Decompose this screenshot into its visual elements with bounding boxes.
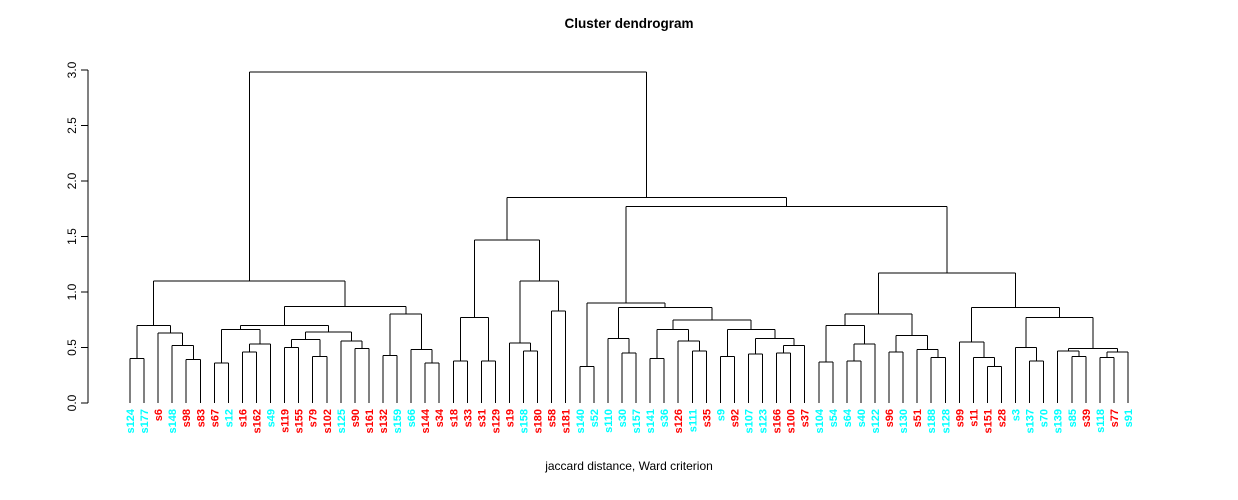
leaf-label: s144 [420,408,432,433]
leaf-label: s19 [505,409,517,427]
leaf-label: s151 [982,409,994,433]
leaf-label: s31 [476,409,488,427]
leaf-label: s155 [294,409,306,433]
leaf-label: s118 [1095,409,1107,433]
chart-subtitle: jaccard distance, Ward criterion [545,459,713,473]
leaf-label: s70 [1039,409,1051,427]
leaf-label: s3 [1011,409,1023,421]
leaf-label: s79 [308,409,320,427]
leaf-label: s34 [434,408,446,427]
leaf-label: s52 [589,409,601,427]
y-tick-label: 3.0 [65,61,79,78]
leaf-label: s125 [336,409,348,433]
leaf-label: s37 [800,409,812,427]
leaf-label: s139 [1053,409,1065,433]
leaf-label: s162 [252,409,264,433]
leaf-label: s83 [195,409,207,427]
leaf-label: s16 [237,409,249,427]
leaf-label: s100 [786,409,798,433]
leaf-label: s157 [631,409,643,433]
leaf-label: s148 [167,409,179,433]
leaf-label: s161 [364,409,376,433]
leaf-label: s132 [378,409,390,433]
leaf-label: s102 [322,409,334,433]
leaf-label: s77 [1109,409,1121,427]
leaf-label: s33 [462,409,474,427]
leaf-label: s28 [996,409,1008,427]
leaf-label: s96 [884,409,896,427]
leaf-label: s40 [856,409,868,427]
leaf-label: s119 [280,409,292,433]
y-tick-label: 1.5 [65,228,79,245]
leaf-label: s39 [1081,409,1093,427]
leaf-label: s137 [1025,409,1037,433]
leaf-label: s122 [870,409,882,433]
leaf-label: s91 [1123,409,1135,427]
leaf-label: s166 [772,409,784,433]
leaf-label: s58 [547,409,559,427]
y-tick-label: 1.0 [65,283,79,300]
leaf-label: s49 [266,409,278,427]
leaf-label: s12 [223,409,235,427]
y-tick-label: 0.5 [65,339,79,356]
leaf-label: s64 [842,408,854,427]
leaf-label: s188 [926,409,938,433]
leaf-label: s130 [898,409,910,433]
leaf-label: s35 [701,409,713,427]
leaf-label: s180 [533,409,545,433]
leaf-label: s98 [181,409,193,427]
leaf-label: s124 [125,408,137,433]
leaf-label: s67 [209,409,221,427]
chart-title: Cluster dendrogram [564,16,694,31]
leaf-label: s177 [139,409,151,433]
leaf-label: s18 [448,409,460,427]
leaf-label: s54 [828,408,840,427]
leaf-label: s85 [1067,409,1079,427]
dendrogram-links [129,71,1129,403]
leaf-label: s11 [968,409,980,427]
leaf-label: s51 [912,409,924,427]
leaf-label: s9 [715,409,727,421]
leaf-label: s140 [575,409,587,433]
y-tick-label: 2.0 [65,172,79,189]
leaf-label: s181 [561,409,573,433]
y-axis: 0.0 0.5 1.0 1.5 2.0 2.5 3.0 [65,61,89,411]
leaf-label: s107 [743,409,755,433]
leaf-label: s123 [758,409,770,433]
leaf-label: s141 [645,409,657,433]
leaf-label: s126 [673,409,685,433]
leaf-label: s99 [954,409,966,427]
leaf-label: s159 [392,409,404,433]
leaf-label: s129 [490,409,502,433]
y-tick-label: 2.5 [65,117,79,134]
leaf-label: s110 [603,409,615,433]
leaf-label: s111 [687,409,699,432]
leaf-label: s128 [940,409,952,433]
leaf-label: s90 [350,409,362,427]
leaf-label: s36 [659,409,671,427]
y-tick-label: 0.0 [65,394,79,411]
leaf-label: s104 [814,408,826,433]
leaf-label: s92 [729,409,741,427]
leaf-label: s158 [519,409,531,433]
leaf-label: s6 [153,409,165,421]
leaf-label: s66 [406,409,418,427]
leaf-label: s30 [617,409,629,427]
